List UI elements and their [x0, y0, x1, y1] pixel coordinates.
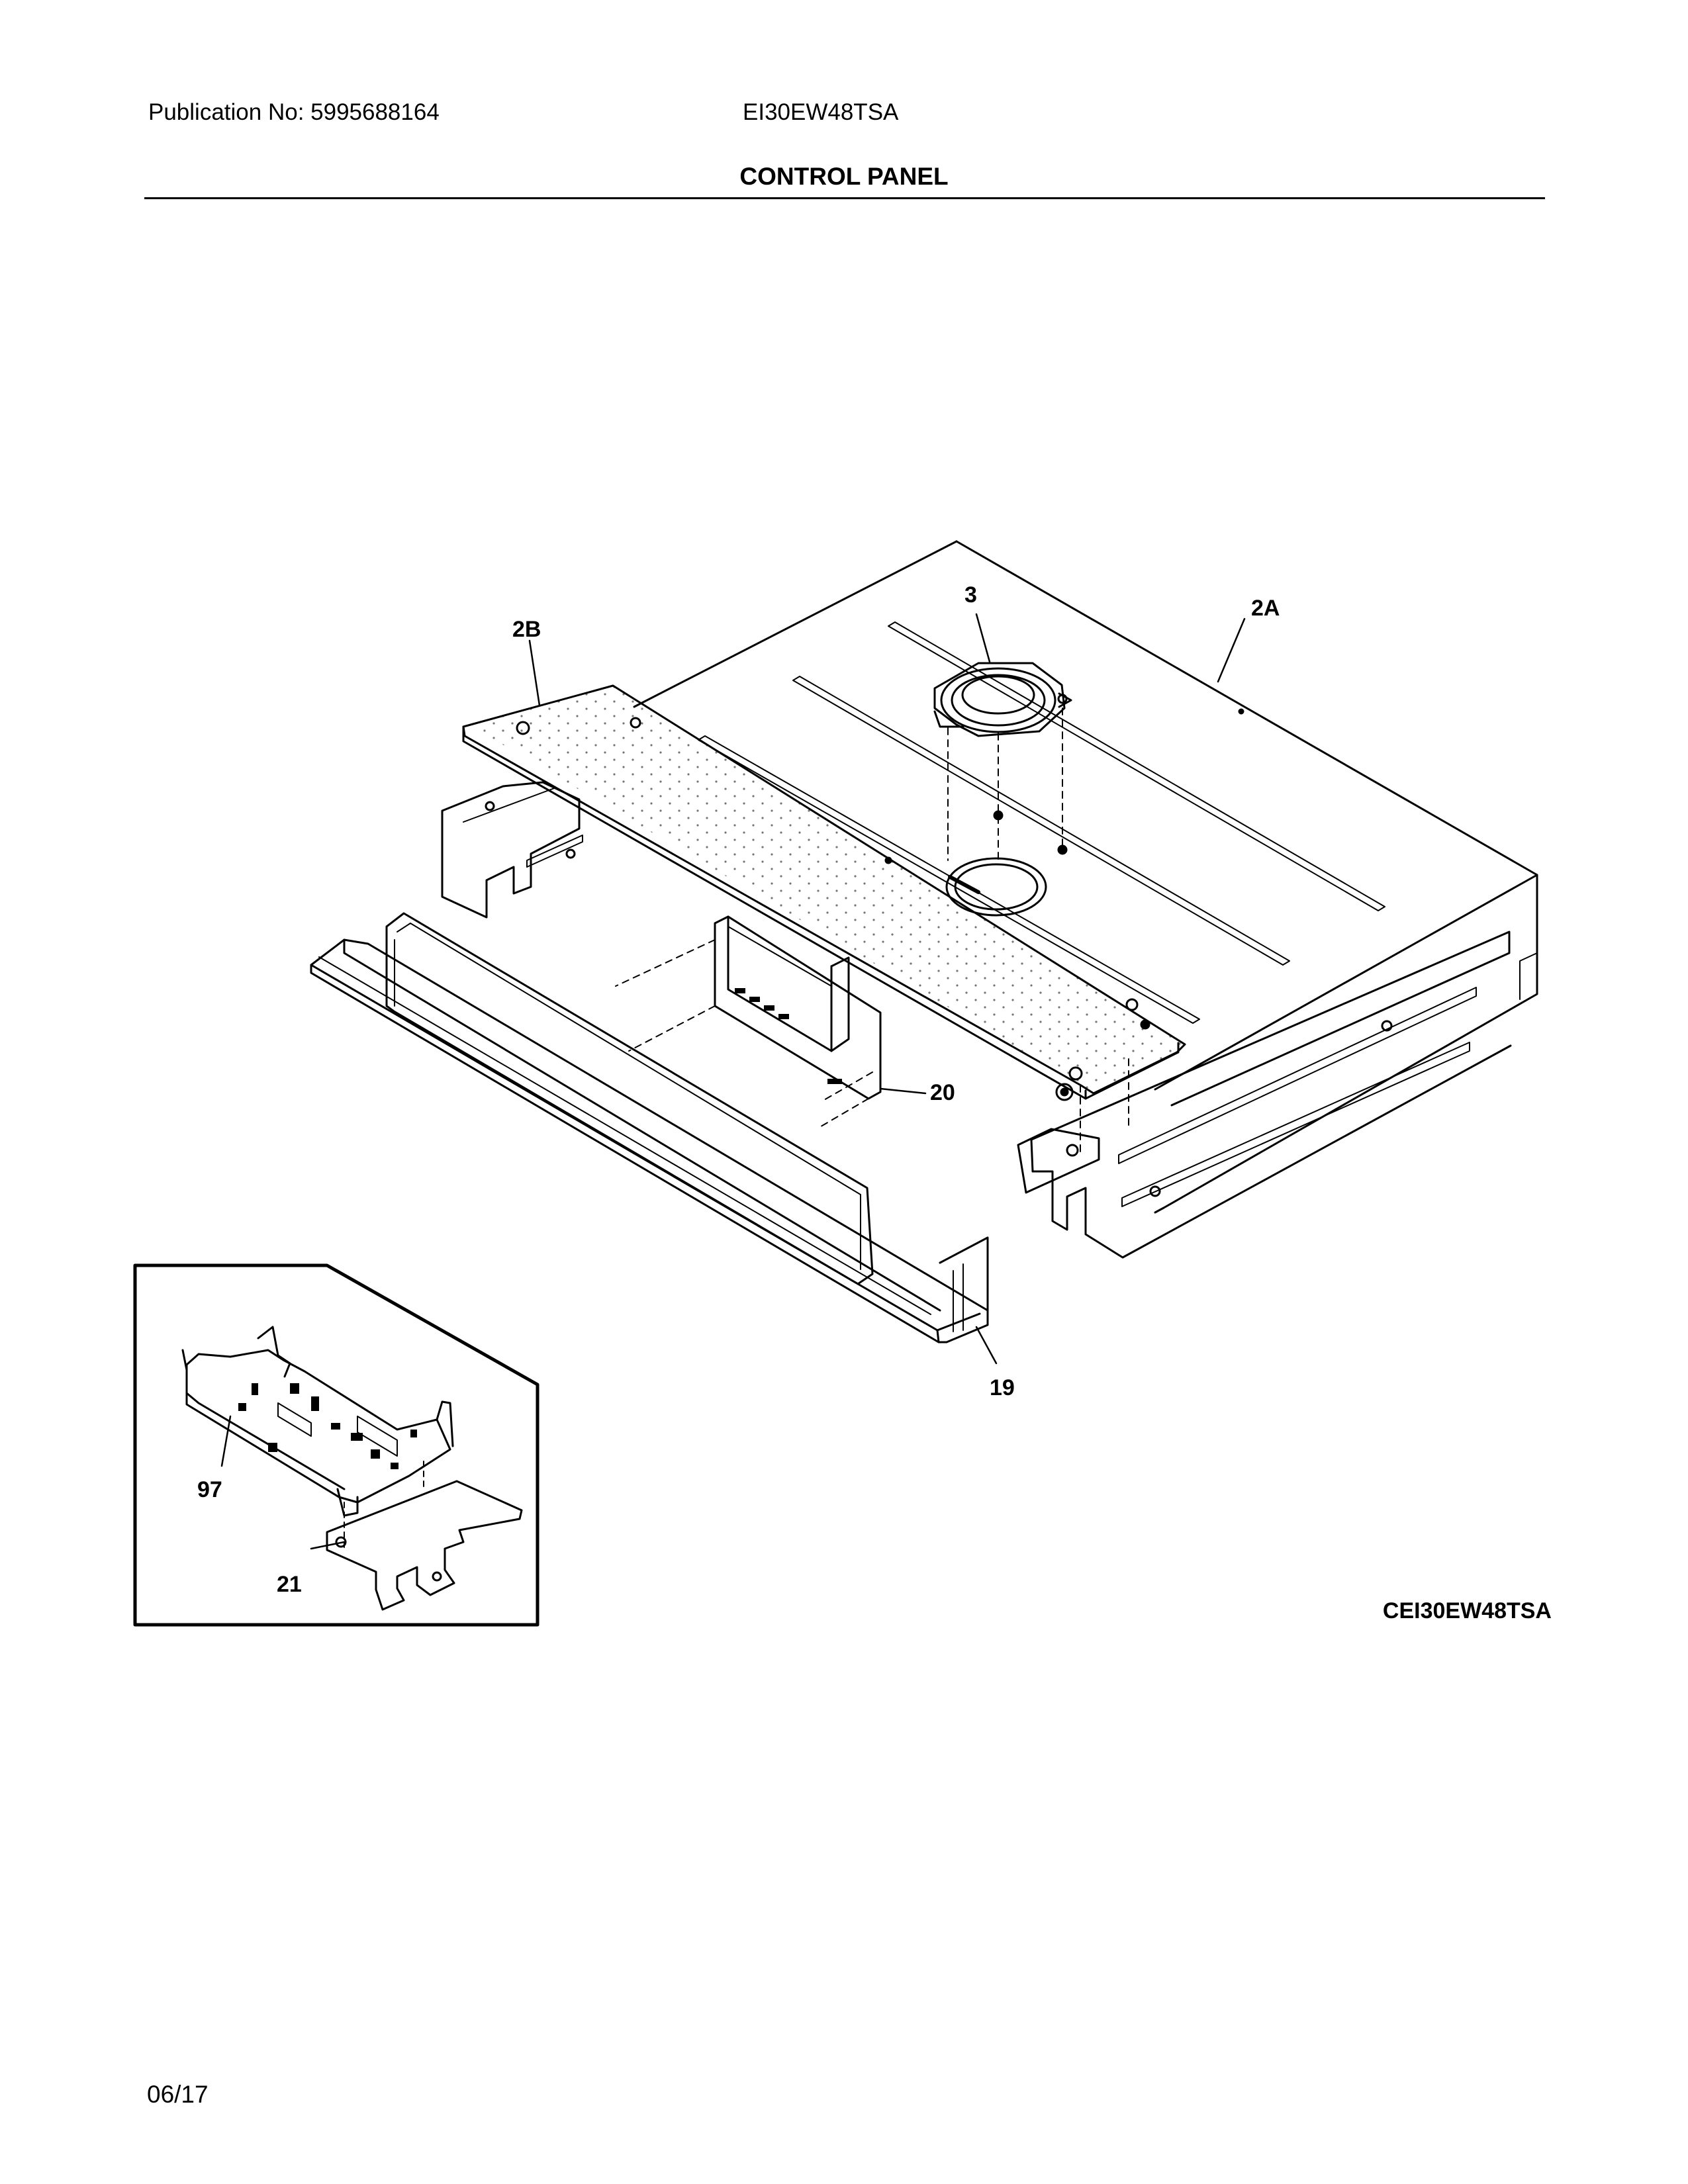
revision-date: 06/17: [147, 2081, 209, 2108]
drawing-id: CEI30EW48TSA: [1382, 1598, 1552, 1623]
speaker-guides: [947, 707, 1063, 861]
speaker-3: [933, 662, 1072, 737]
side-bracket-left: [441, 781, 583, 919]
section-title: CONTROL PANEL: [739, 163, 949, 190]
control-panel-trim-19: [310, 912, 989, 1343]
control-board-20: [714, 915, 882, 1100]
top-panel-2a: [633, 540, 1538, 1214]
callout-3: 3: [964, 582, 977, 608]
inset-detail: [133, 1263, 539, 1627]
speaker-opening: [945, 857, 1047, 917]
callout-21: 21: [277, 1572, 302, 1597]
lower-hole-bracket: [1017, 1083, 1100, 1194]
callout-19: 19: [990, 1375, 1015, 1400]
mounting-bracket-2b: [462, 684, 1186, 1100]
bracket-21: [326, 1480, 523, 1611]
board-guides: [615, 939, 1129, 1154]
side-bracket-right: [1030, 931, 1512, 1259]
callout-20: 20: [930, 1080, 955, 1105]
callout-2b: 2B: [512, 617, 541, 642]
callout-2a: 2A: [1251, 596, 1280, 621]
model-number: EI30EW48TSA: [743, 99, 899, 125]
publication-number: Publication No: 5995688164: [148, 99, 440, 125]
callout-97: 97: [197, 1477, 222, 1502]
board-97: [181, 1326, 454, 1517]
header-divider: [144, 197, 1545, 199]
leader-lines: [220, 613, 1246, 1550]
